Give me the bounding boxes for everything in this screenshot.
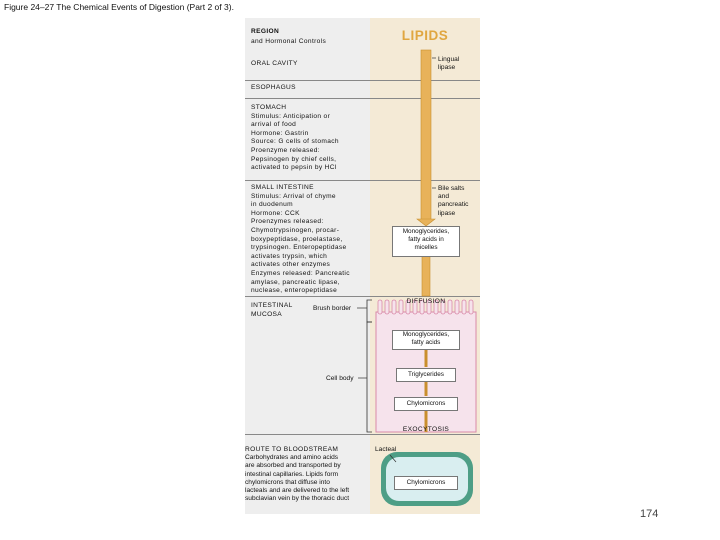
microvillus [433,299,439,315]
stomach-block: STOMACH Stimulus: Anticipation or arriva… [251,104,339,172]
lacteal-chylomicrons-box: Chylomicrons [394,476,458,490]
microvillus [405,299,411,315]
microvillus [454,299,460,315]
separator [245,98,480,99]
hormonal-controls-heading: and Hormonal Controls [251,38,327,45]
arrow-to-diffusion [421,255,431,297]
brush-border-bracket [366,299,372,323]
microvilli [377,299,474,315]
cell-body-label: Cell body [326,375,354,382]
microvillus [377,299,383,315]
microvillus [419,299,425,315]
lacteal-label: Lacteal [375,446,397,453]
bloodstream-block: ROUTE TO BLOODSTREAM Carbohydrates and a… [245,446,350,503]
region-column [245,18,370,514]
exocytosis-label: EXOCYTOSIS [402,426,450,433]
separator [245,434,480,435]
esophagus-label: ESOPHAGUS [251,84,296,91]
microvillus [468,299,474,315]
brush-border-label: Brush border [313,305,352,312]
microvillus [426,299,432,315]
triglycerides-box: Triglycerides [396,368,456,382]
lingual-lipase-label: Lingual lipase [438,56,460,72]
microvillus [391,299,397,315]
lipids-heading: LIPIDS [401,28,449,43]
diffusion-label: DIFFUSION [406,298,446,305]
small-intestine-block: SMALL INTESTINE Stimulus: Arrival of chy… [251,184,350,295]
bile-salts-label: Bile salts and pancreatic lipase [438,185,469,217]
microvillus [398,299,404,315]
page-number: 174 [640,508,659,520]
separator [245,180,480,181]
separator [245,80,480,81]
microvillus [412,299,418,315]
region-heading: REGION [251,28,280,35]
microvillus [384,299,390,315]
intestinal-mucosa-label: INTESTINAL MUCOSA [251,302,293,318]
cell-monoglycerides-box: Monoglycerides, fatty acids [392,330,460,350]
microvillus [461,299,467,315]
lacteal-pointer [389,454,397,463]
microvillus [440,299,446,315]
micelles-box: Monoglycerides, fatty acids in micelles [392,226,460,257]
figure-title: Figure 24–27 The Chemical Events of Dige… [4,2,234,12]
cell-chylomicrons-box: Chylomicrons [394,397,458,411]
separator [245,296,480,297]
oral-cavity-label: ORAL CAVITY [251,60,298,67]
cell-body-bracket [366,321,372,433]
lipid-flow-arrow [416,49,436,227]
microvillus [447,299,453,315]
